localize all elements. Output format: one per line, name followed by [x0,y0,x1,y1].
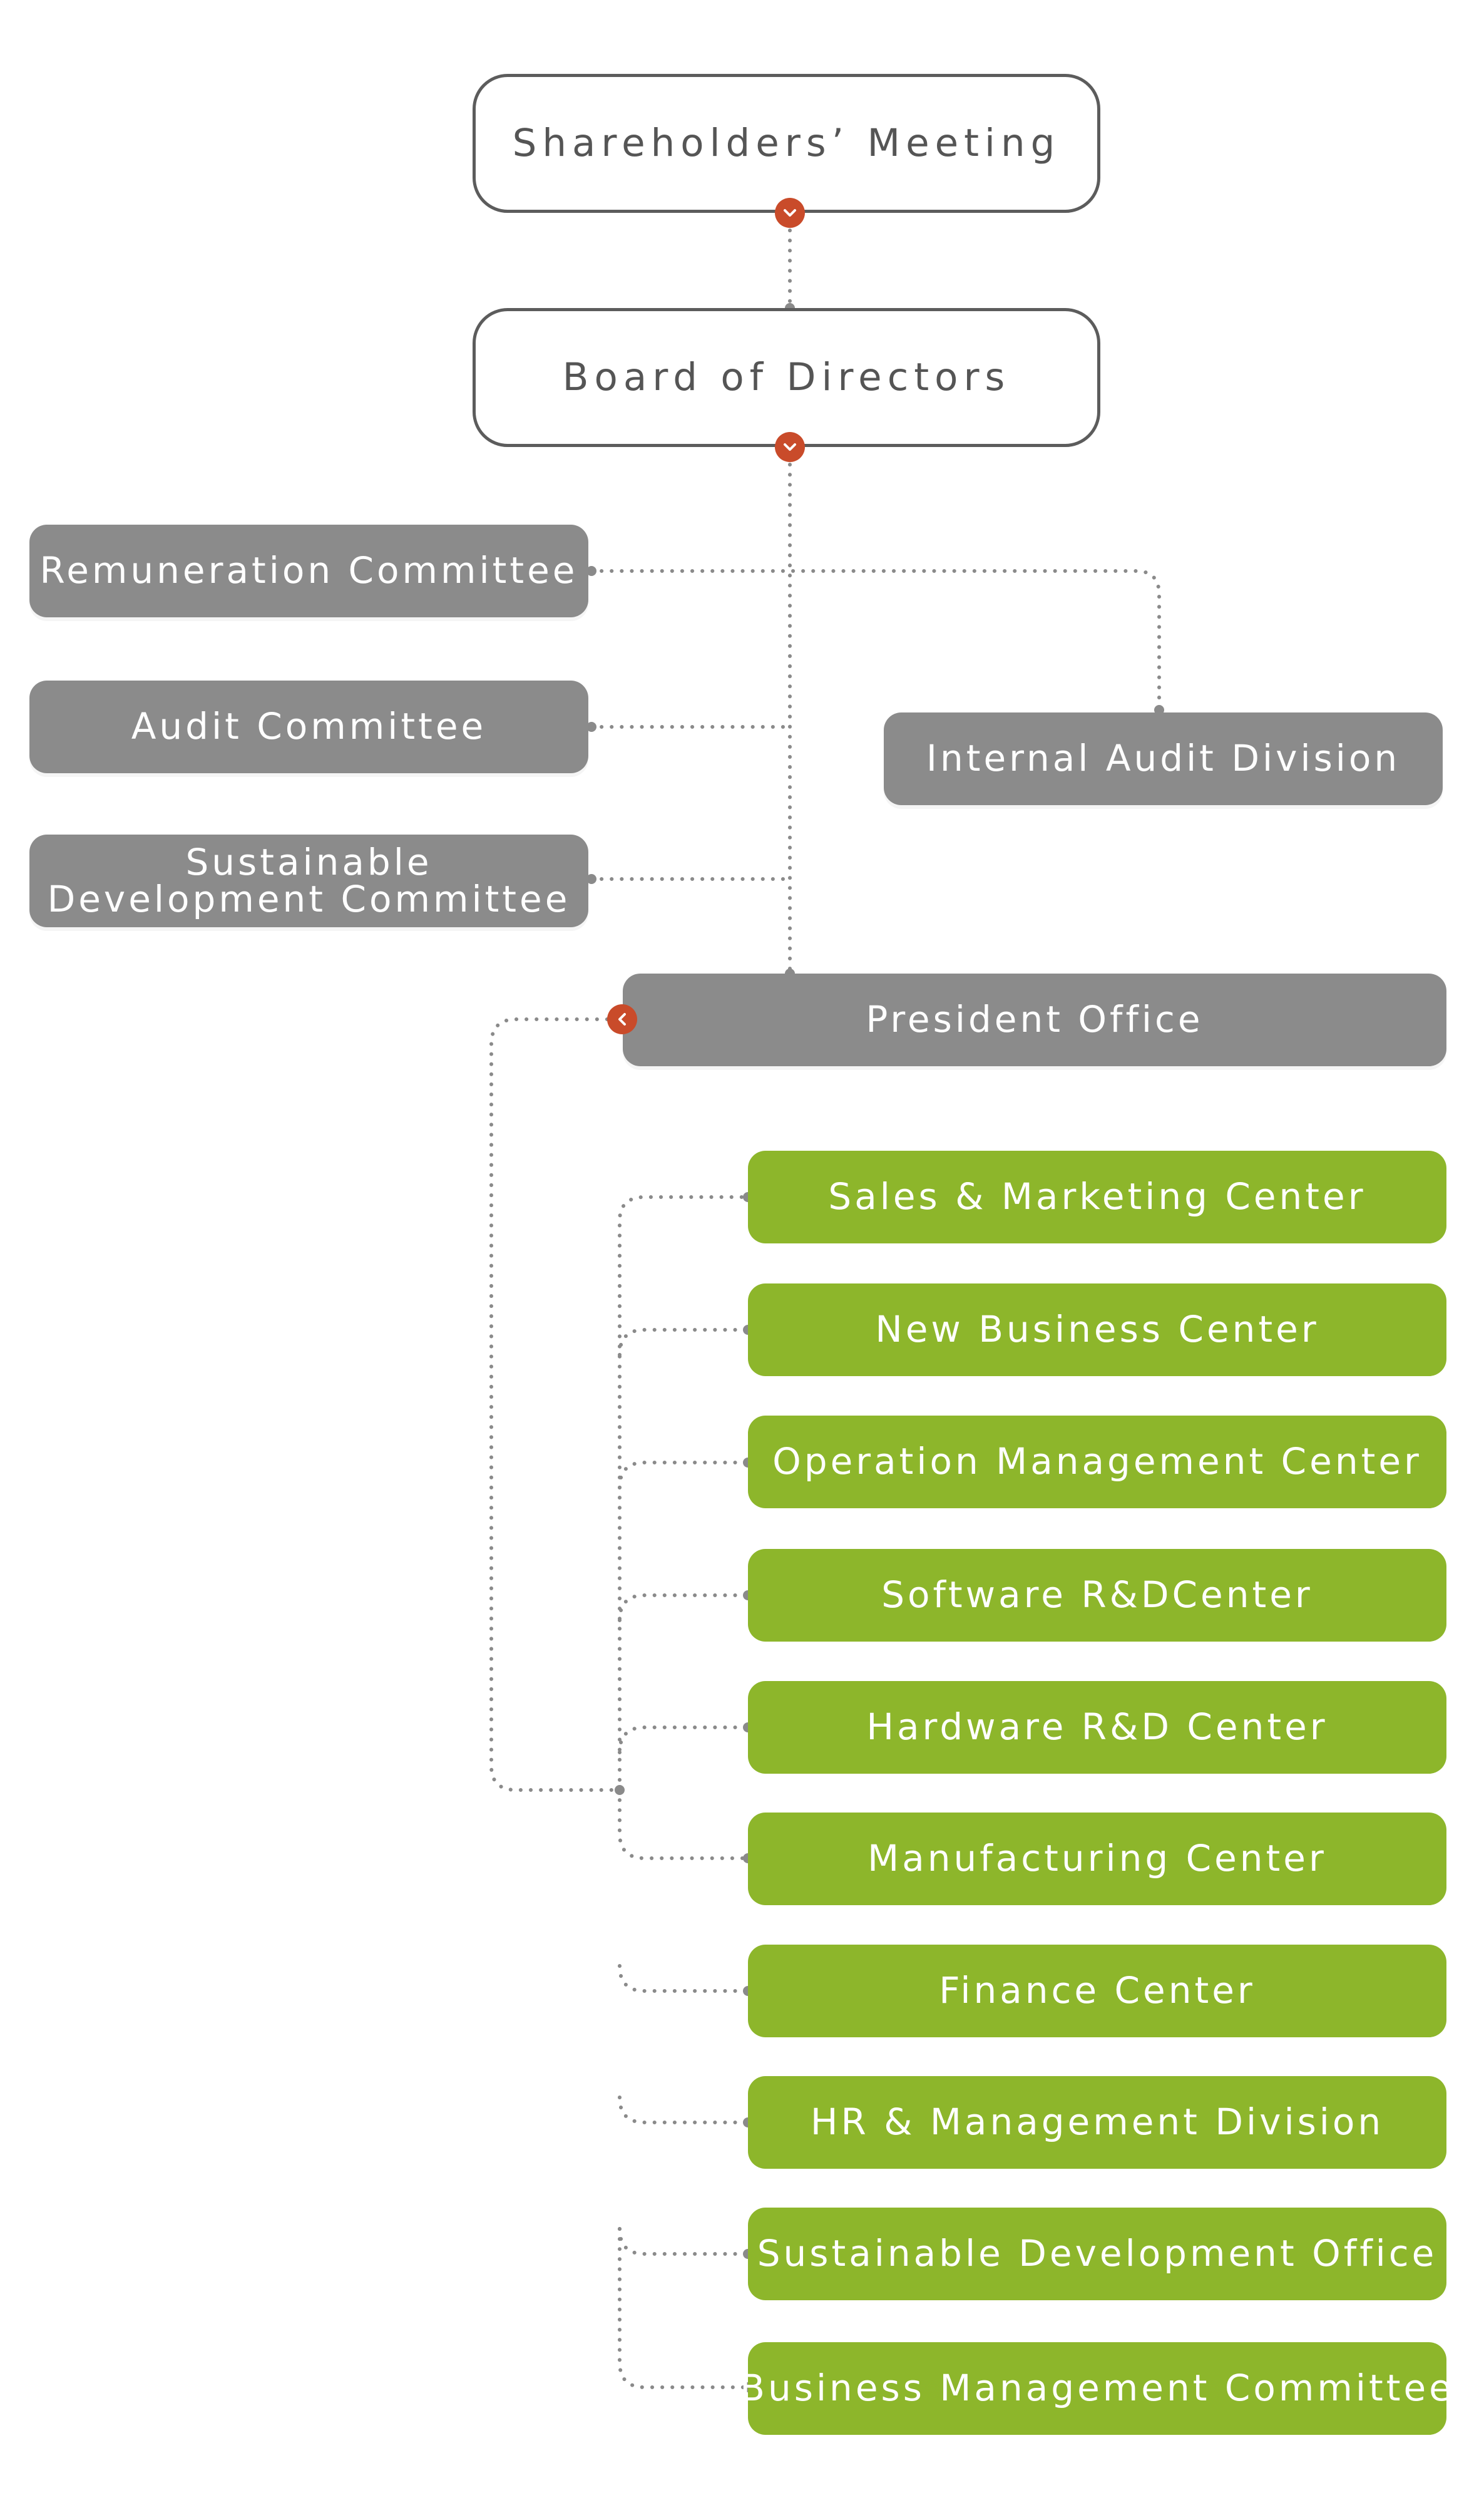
connector-center-7 [618,2096,750,2124]
sustainable-committee-label-line1: Sustainable [185,840,432,883]
center-label: HR & Management Division [810,2101,1384,2144]
connector-center-4 [618,1725,750,1754]
connector-dot [586,722,596,732]
connector-dot [586,566,596,576]
new-business-center-box: New Business Center [748,1283,1446,1376]
sustainable-development-committee-box: Sustainable Development Committee [29,835,588,927]
hardware-rd-center-box: Hardware R&D Center [748,1681,1446,1774]
center-label: Sales & Marketing Center [828,1175,1366,1218]
shareholders-meeting-box: Shareholders’ Meeting [473,74,1100,213]
center-label: Sustainable Development Office [757,2232,1438,2275]
connector-center-2 [618,1461,750,1489]
connector-center-1 [618,1328,750,1357]
president-office-label: President Office [866,998,1204,1041]
internal-audit-division-box: Internal Audit Division [884,712,1443,805]
business-management-committee-box: Business Management Committee [740,2342,1451,2435]
connector-dot [615,1785,625,1795]
chevron-down-icon [775,198,805,228]
audit-committee-box: Audit Committee [29,681,588,773]
audit-committee-label: Audit Committee [131,705,487,748]
center-label: Finance Center [939,1969,1256,2012]
sustainable-committee-label-line2: Development Committee [47,878,571,920]
manufacturing-center-box: Manufacturing Center [748,1813,1446,1905]
connector-president-loop [489,1017,622,1792]
connector-center-0 [618,1195,750,1792]
chevron-left-icon [607,1004,637,1034]
connector-remuneration [590,569,1161,712]
connector-center-8 [618,2227,750,2256]
hr-management-division-box: HR & Management Division [748,2076,1446,2169]
remuneration-committee-label: Remuneration Committee [39,549,578,592]
center-label: Software R&DCenter [881,1573,1313,1617]
sales-marketing-center-box: Sales & Marketing Center [748,1151,1446,1243]
president-office-box: President Office [623,974,1446,1066]
operation-management-center-box: Operation Management Center [748,1416,1446,1508]
connector-dot [586,874,596,884]
center-label: Operation Management Center [772,1440,1422,1483]
connector-center-6 [618,1964,750,1993]
center-label: Manufacturing Center [867,1837,1327,1880]
software-rd-center-box: Software R&DCenter [748,1549,1446,1642]
board-of-directors-label: Board of Directors [562,354,1011,399]
connector-center-5 [618,1788,750,1860]
center-label: Hardware R&D Center [866,1705,1328,1749]
connector-center-3 [618,1593,750,1622]
center-label: Business Management Committee [740,2367,1455,2410]
remuneration-committee-box: Remuneration Committee [29,525,588,617]
sustainable-development-office-box: Sustainable Development Office [748,2208,1446,2300]
chevron-down-icon [775,432,805,462]
center-label: New Business Center [875,1308,1319,1351]
connector-center-9 [618,2227,750,2389]
finance-center-box: Finance Center [748,1945,1446,2037]
board-of-directors-box: Board of Directors [473,308,1100,447]
shareholders-meeting-label: Shareholders’ Meeting [512,120,1061,165]
internal-audit-division-label: Internal Audit Division [926,737,1401,780]
